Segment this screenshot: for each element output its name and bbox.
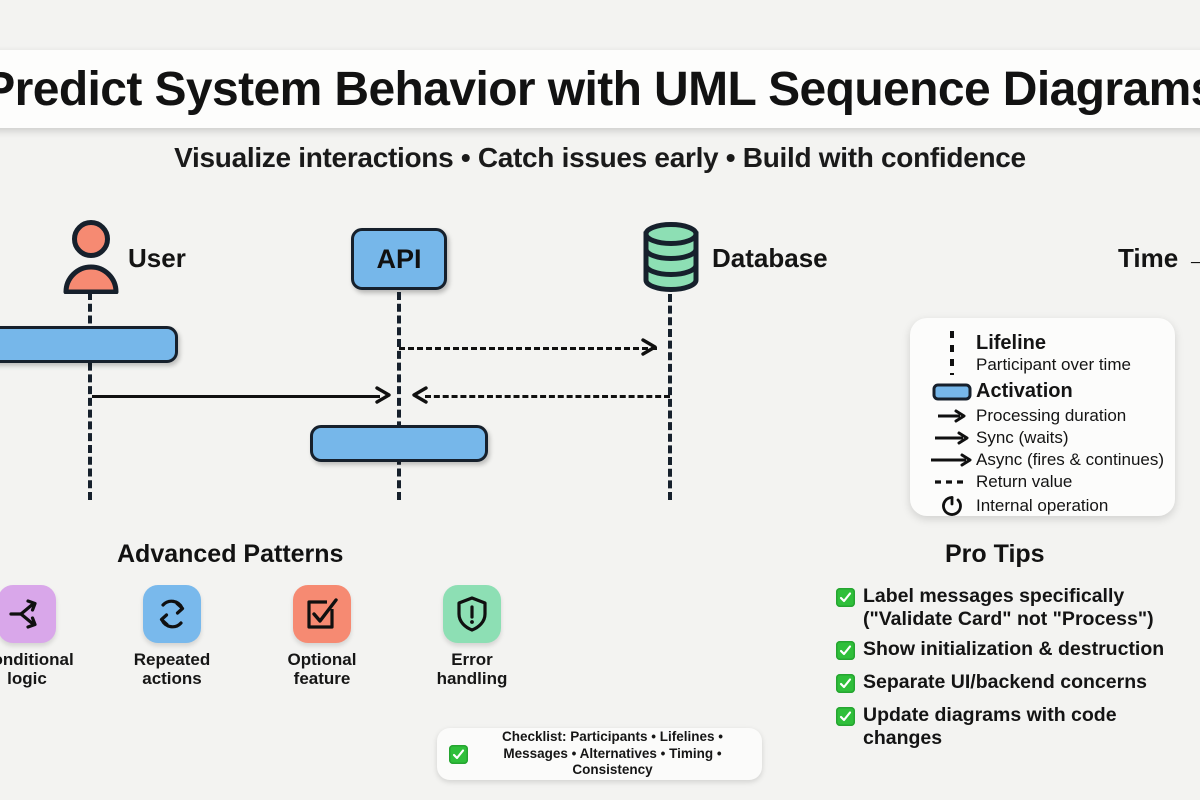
time-axis-label: Time → — [1118, 243, 1200, 273]
pro-tip-text: Update diagrams with code changes — [863, 704, 1117, 749]
legend-row-sync: Sync (waits) — [928, 428, 1164, 448]
circular-arrow-icon — [928, 494, 976, 518]
activation-swatch-icon — [928, 383, 976, 401]
dashed-vertical-line-icon — [928, 330, 976, 376]
participant-label-api: API — [376, 243, 422, 274]
pattern-card-repeated-actions[interactable]: Repeated actions — [134, 585, 227, 688]
branch-fork-icon — [0, 585, 56, 643]
legend-row-activation: Activation — [928, 380, 1164, 403]
pro-tip-text: Show initialization & destruction — [863, 638, 1165, 660]
arrowhead-right-icon — [640, 337, 660, 357]
short-arrow-icon — [928, 408, 976, 424]
activation-bar-api — [310, 425, 488, 462]
legend-label: Lifeline — [976, 331, 1047, 354]
pattern-card-label: Optional feature — [287, 650, 357, 689]
arrowhead-left-icon — [409, 385, 429, 405]
legend-panel: Lifeline Participant over time Activatio… — [910, 318, 1175, 516]
legend-label: Activation — [976, 380, 1073, 402]
legend-label: Processing duration — [976, 406, 1127, 425]
legend-row-async: Async (fires & continues) — [928, 450, 1164, 470]
check-icon — [836, 674, 855, 693]
page-title: Predict System Behavior with UML Sequenc… — [0, 62, 1200, 116]
page-subtitle: Visualize interactions • Catch issues ea… — [174, 142, 1026, 173]
activation-bar-user — [0, 326, 178, 363]
database-cylinder-icon — [640, 218, 702, 301]
api-box-icon: API — [351, 228, 447, 290]
user-icon — [62, 220, 120, 299]
checkbox-checked-icon — [293, 585, 351, 643]
loop-refresh-icon — [143, 585, 201, 643]
checklist-text: Checklist: Participants • Lifelines • Me… — [501, 728, 724, 778]
check-icon — [449, 744, 468, 764]
legend-row-lifeline: Lifeline Participant over time — [928, 330, 1164, 376]
pattern-card-label: Error handling — [436, 650, 508, 689]
legend-label: Internal operation — [976, 496, 1109, 515]
message-line — [425, 395, 670, 398]
message-line — [92, 395, 380, 398]
pro-tips-heading: Pro Tips — [945, 540, 1045, 568]
lifeline-api — [397, 292, 401, 500]
participant-label-user: User — [128, 243, 186, 273]
legend-label: Return value — [976, 472, 1073, 491]
pro-tip-item: Update diagrams with code changes — [836, 704, 1200, 750]
checklist-badge: Checklist: Participants • Lifelines • Me… — [437, 728, 762, 780]
medium-arrow-icon — [928, 430, 976, 446]
pattern-card-optional-feature[interactable]: Optional feature — [288, 585, 377, 688]
legend-rows: Lifeline Participant over time Activatio… — [928, 328, 1164, 518]
legend-sublabel: Participant over time — [976, 354, 1131, 374]
pro-tip-item: Show initialization & destruction — [836, 638, 1164, 661]
advanced-patterns-heading: Advanced Patterns — [117, 540, 344, 568]
legend-row-internal-operation: Internal operation — [928, 494, 1164, 518]
pro-tip-text: Separate UI/backend concerns — [863, 671, 1147, 693]
arrowhead-right-icon — [374, 385, 394, 405]
pattern-card-label: Repeated actions — [133, 650, 211, 689]
legend-label: Sync (waits) — [976, 428, 1069, 447]
shield-alert-icon — [443, 585, 501, 643]
legend-label: Async (fires & continues) — [976, 450, 1165, 469]
dashed-arrow-icon — [928, 474, 976, 490]
legend-row-processing-duration: Processing duration — [928, 406, 1164, 426]
check-icon — [836, 641, 855, 660]
pattern-card-label: Conditional logic — [0, 650, 74, 689]
pattern-card-error-handling[interactable]: Error handling — [437, 585, 527, 688]
long-arrow-icon — [928, 452, 976, 468]
pattern-card-conditional-logic[interactable]: Conditional logic — [0, 585, 82, 688]
pro-tip-item: Separate UI/backend concerns — [836, 671, 1147, 694]
lifeline-user — [88, 292, 92, 500]
participant-label-database: Database — [712, 243, 828, 273]
lifeline-database — [668, 294, 672, 500]
message-line — [399, 347, 657, 350]
check-icon — [836, 588, 855, 607]
header-band — [0, 50, 1200, 128]
pro-tip-item: Label messages specifically ("Validate C… — [836, 585, 1154, 631]
pro-tip-text: Label messages specifically ("Validate C… — [863, 585, 1154, 630]
check-icon — [836, 707, 855, 726]
legend-row-return-value: Return value — [928, 472, 1164, 492]
